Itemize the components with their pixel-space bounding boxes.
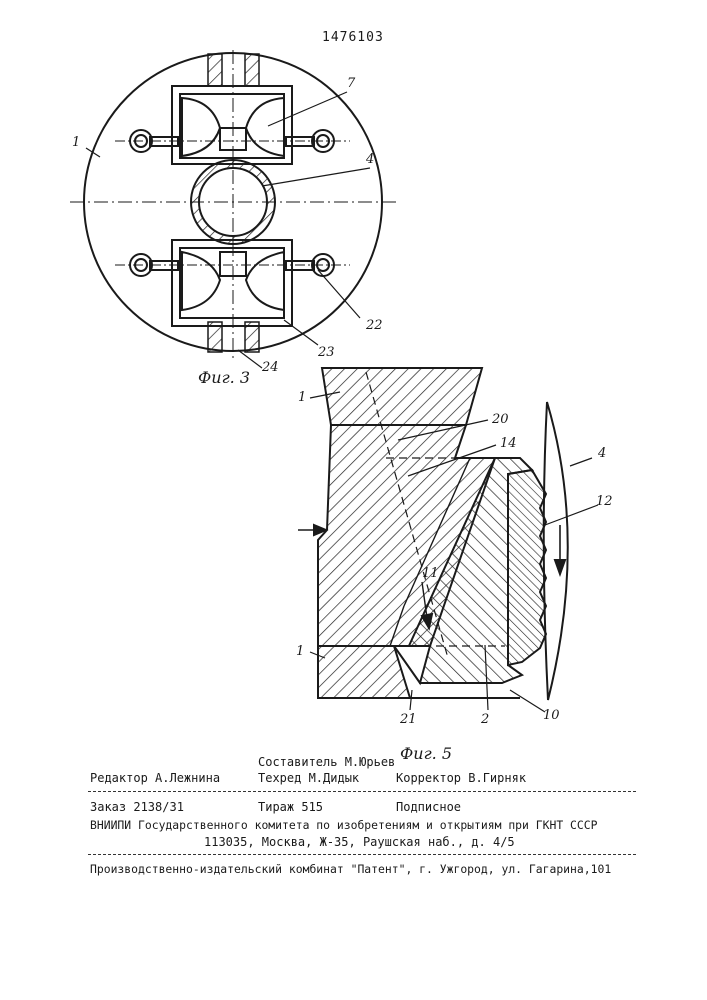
imprint-corrector: Корректор В.Гирняк xyxy=(396,771,526,785)
fig5-label-11: 11 xyxy=(422,566,439,581)
imprint-subscription: Подписное xyxy=(396,800,461,814)
fig5-label-1-bottom: 1 xyxy=(296,644,304,659)
divider-1 xyxy=(88,791,636,792)
imprint-circulation: Тираж 515 xyxy=(258,800,323,814)
fig3-label-23: 23 xyxy=(318,345,335,360)
fig3-label-1: 1 xyxy=(72,135,80,150)
imprint-publisher: Производственно-издательский комбинат "П… xyxy=(90,862,611,876)
fig3-caption: Фиг. 3 xyxy=(198,368,250,387)
fig3-label-4: 4 xyxy=(366,152,374,167)
figure-3 xyxy=(70,50,400,368)
imprint-compiler: Составитель М.Юрьев xyxy=(258,755,395,769)
imprint-org-line2: 113035, Москва, Ж-35, Раушская наб., д. … xyxy=(204,835,515,849)
fig5-label-1-top: 1 xyxy=(298,390,306,405)
figure-5 xyxy=(298,368,598,712)
fig5-label-4: 4 xyxy=(598,446,606,461)
fig3-label-24: 24 xyxy=(262,360,279,375)
divider-2 xyxy=(88,854,636,855)
fig5-label-14: 14 xyxy=(500,436,517,451)
fig5-label-12: 12 xyxy=(596,494,613,509)
imprint-editor: Редактор А.Лежнина xyxy=(90,771,220,785)
fig5-label-2: 2 xyxy=(481,712,489,727)
imprint-techred: Техред М.Дидык xyxy=(258,771,359,785)
fig3-label-7: 7 xyxy=(347,76,355,91)
fig5-label-21: 21 xyxy=(400,712,417,727)
imprint-order: Заказ 2138/31 xyxy=(90,800,184,814)
fig5-label-10: 10 xyxy=(543,708,560,723)
fig3-label-22: 22 xyxy=(366,318,383,333)
fig5-label-20: 20 xyxy=(492,412,509,427)
fig5-caption: Фиг. 5 xyxy=(400,744,452,763)
imprint-org-line1: ВНИИПИ Государственного комитета по изоб… xyxy=(90,818,597,832)
